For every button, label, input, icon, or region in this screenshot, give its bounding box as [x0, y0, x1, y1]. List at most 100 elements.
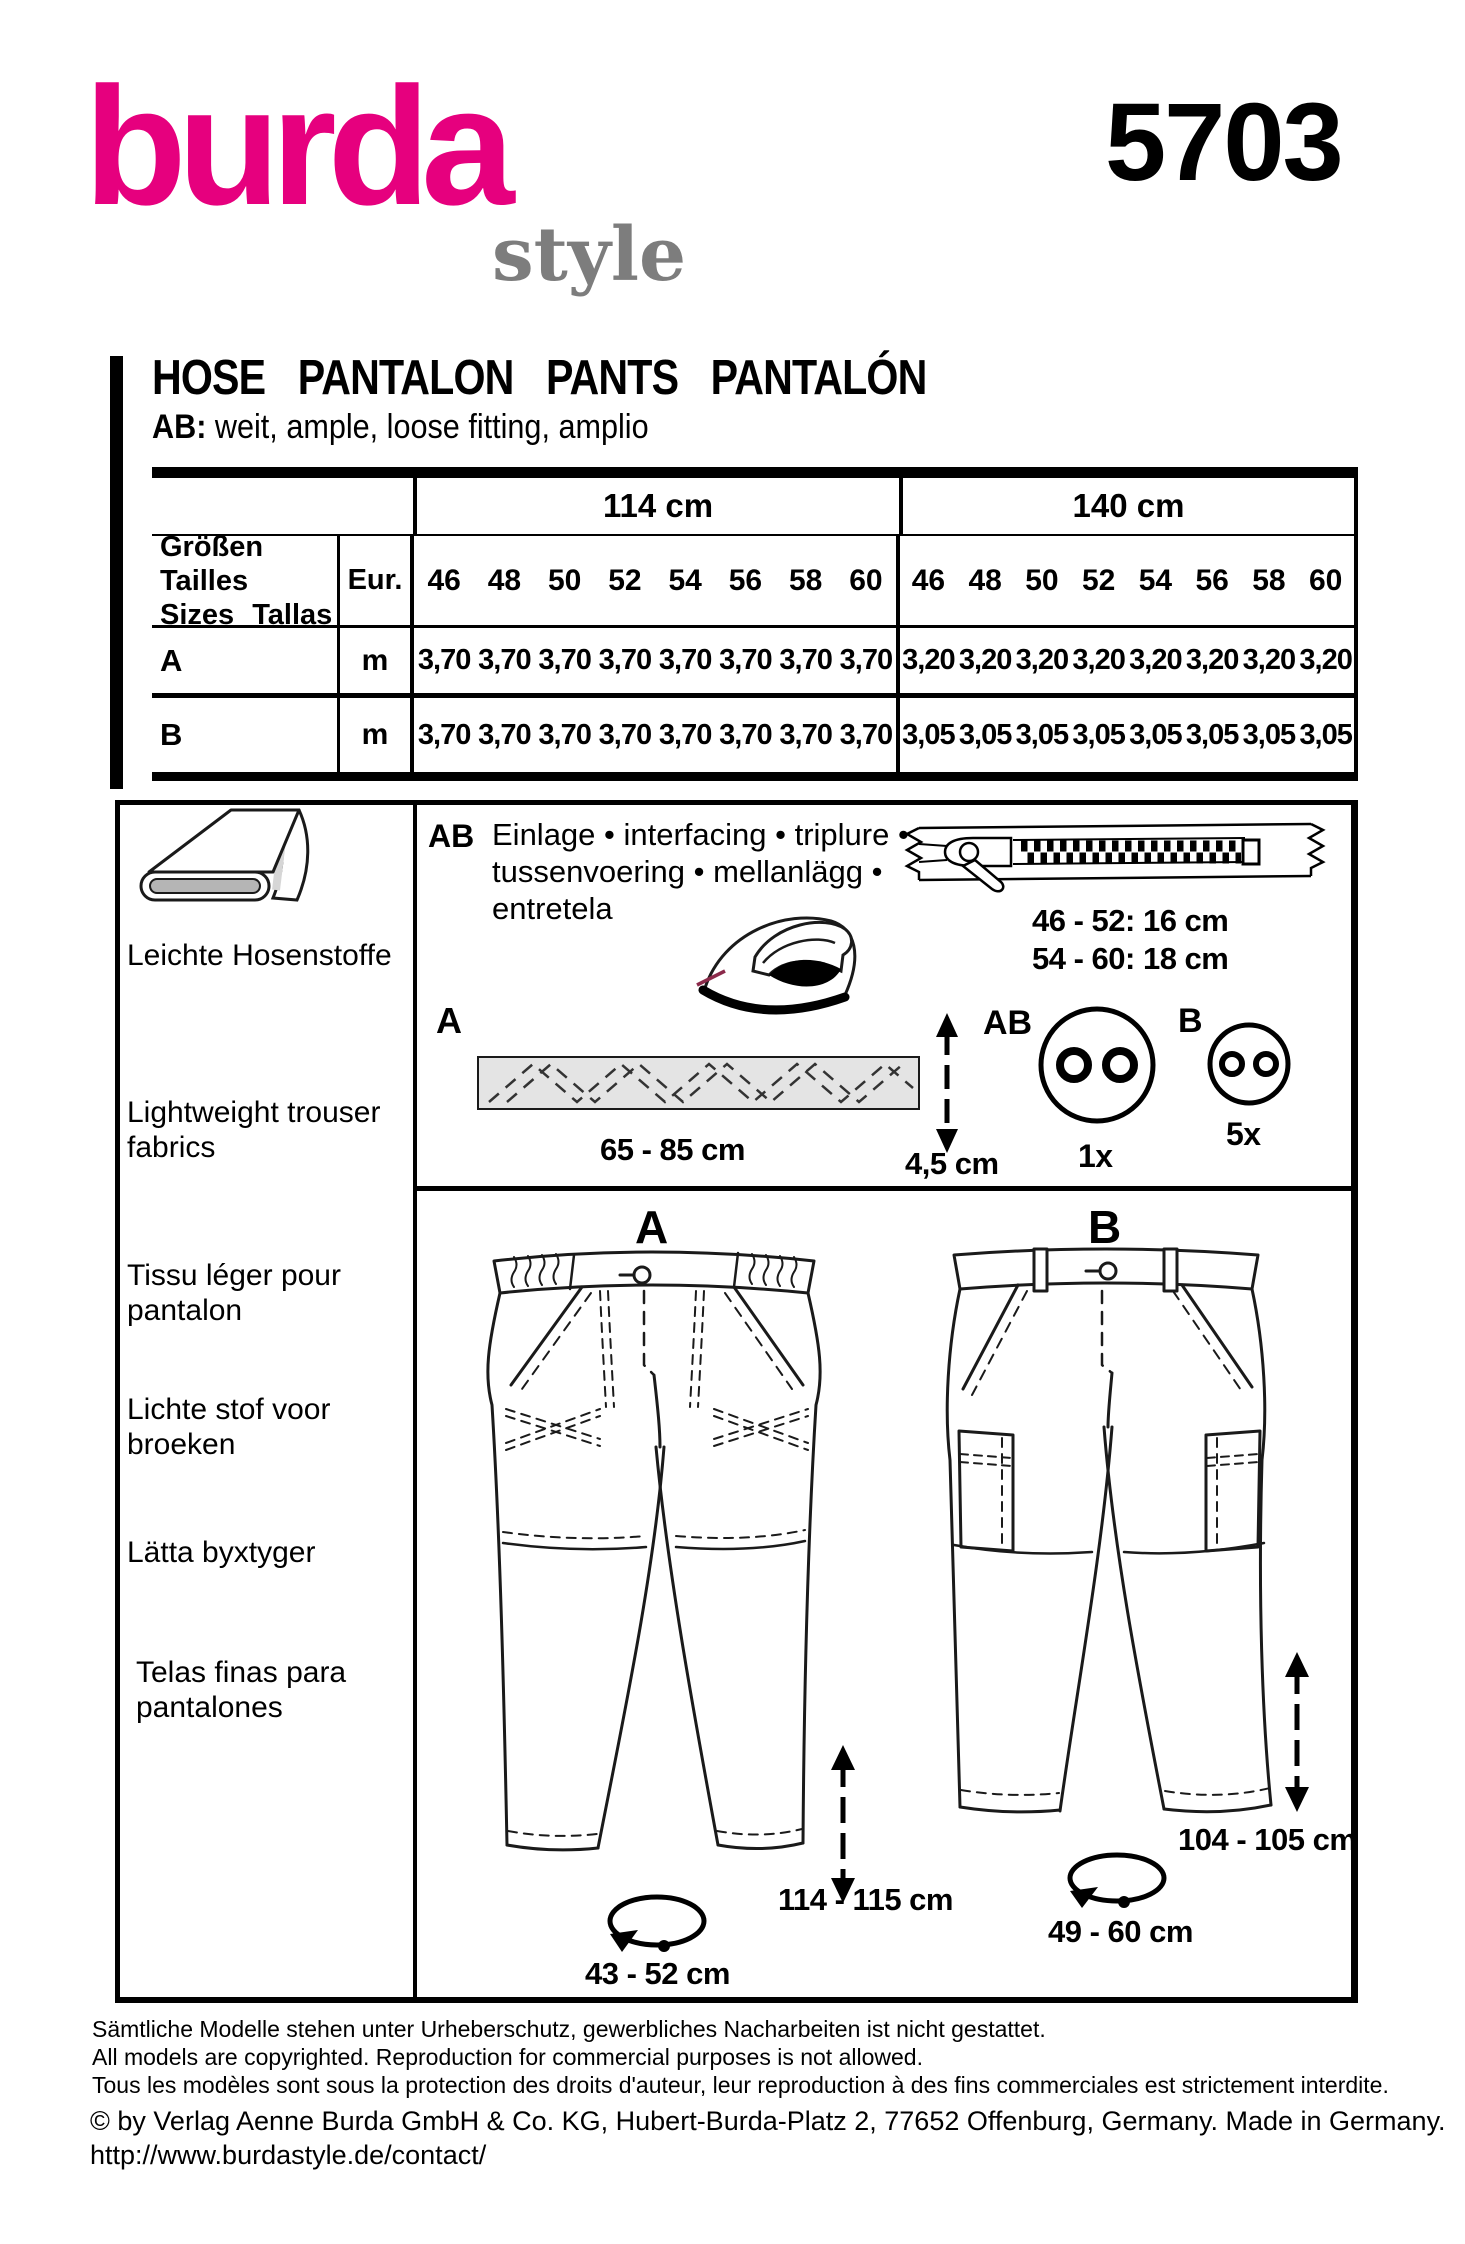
- row-label-a: A: [152, 628, 340, 693]
- sizes-label-line2: Sizes Tallas: [160, 598, 333, 631]
- pattern-number: 5703: [1105, 81, 1344, 204]
- zipper-size-small: 46 - 52: 16 cm: [1032, 903, 1229, 938]
- length-label-b: 104 - 105 cm: [1178, 1822, 1357, 1857]
- yardage-value: 3,20: [902, 644, 955, 676]
- yardage-value: 3,20: [1072, 644, 1125, 676]
- size-header: 52: [1081, 563, 1116, 597]
- table-row-sizes: Größen Tailles Sizes Tallas Eur. 46 48 50 5…: [152, 531, 1354, 631]
- interfacing-text-line2: tussenvoering • mellanlägg •: [492, 854, 883, 889]
- size-header: 60: [849, 563, 883, 597]
- pants-a-drawing: [486, 1250, 822, 1852]
- size-header: 56: [728, 563, 763, 597]
- button-b-icon: [1207, 1022, 1291, 1106]
- box-border-top: [115, 800, 1358, 805]
- row-unit-b: m: [340, 698, 414, 772]
- yardage-value: 3,05: [958, 718, 1012, 751]
- box-border-left: [115, 800, 120, 2003]
- zipper-size-large: 54 - 60: 18 cm: [1032, 941, 1229, 976]
- row-unit-a: m: [340, 628, 414, 693]
- view-a-label: A: [635, 1201, 669, 1253]
- interfacing-text-line3: entretela: [492, 891, 613, 926]
- publisher-copyright: © by Verlag Aenne Burda GmbH & Co. KG, H…: [90, 2106, 1446, 2136]
- button-b-label: B: [1178, 1002, 1203, 1040]
- notions-ab-label: AB: [428, 818, 475, 854]
- burda-logo: burda: [84, 52, 515, 240]
- fabric-text-es: Telas finas para pantalones: [136, 1656, 347, 1724]
- box-border-right: [1351, 800, 1358, 2003]
- variants-label: AB:: [152, 408, 207, 446]
- fabric-text-nl: Lichte stof voor broeken: [127, 1393, 331, 1461]
- hem-girth-icon-a: [607, 1894, 707, 1952]
- interfacing-width-label: 65 - 85 cm: [600, 1132, 745, 1167]
- fabric-text-de: Leichte Hosenstoffe: [127, 939, 392, 972]
- yardage-value: 3,70: [658, 644, 712, 676]
- pants-b-drawing: [945, 1247, 1273, 1814]
- yardage-value: 3,05: [1185, 718, 1239, 751]
- size-header: 48: [487, 563, 522, 597]
- yardage-value: 3,20: [958, 644, 1012, 676]
- page-title: HOSE PANTALON PANTS PANTALÓN: [152, 351, 927, 405]
- fabric-requirements-table: 114 cm 140 cm Größen Tailles Sizes Talla…: [152, 467, 1358, 781]
- size-header: 60: [1308, 563, 1343, 597]
- yardage-value: 3,05: [1299, 718, 1352, 751]
- sizes-label-line1: Größen Tailles: [160, 530, 264, 597]
- copyright-line-fr: Tous les modèles sont sous la protection…: [92, 2072, 1389, 2098]
- yardage-value: 3,70: [598, 718, 652, 751]
- variants-text: weit, ample, loose fitting, amplio: [206, 408, 649, 446]
- size-header: 52: [608, 563, 642, 597]
- fabric-text-sv: Lätta byxtyger: [127, 1536, 316, 1569]
- size-header: 54: [1138, 563, 1173, 597]
- button-ab-icon: [1038, 1006, 1156, 1124]
- yardage-value: 3,70: [779, 644, 832, 676]
- yardage-value: 3,05: [1129, 718, 1182, 751]
- sizes-label-cell: Größen Tailles Sizes Tallas: [152, 531, 340, 631]
- yardage-value: 3,05: [1015, 718, 1069, 751]
- eur-label-cell: Eur.: [340, 536, 414, 625]
- button-b-qty: 5x: [1226, 1116, 1261, 1152]
- style-logo: style: [492, 212, 687, 298]
- interfacing-height-label: 4,5 cm: [905, 1146, 999, 1181]
- size-header: 50: [547, 563, 582, 597]
- yardage-value: 3,70: [839, 718, 893, 751]
- yardage-value: 3,20: [1185, 644, 1239, 676]
- yardage-value: 3,20: [1129, 644, 1182, 676]
- box-divider-vertical: [413, 800, 417, 1997]
- box-border-bottom: [115, 1997, 1358, 2003]
- table-row-widths: 114 cm 140 cm: [152, 478, 1354, 536]
- yardage-value: 3,70: [478, 644, 531, 676]
- yardage-value: 3,70: [719, 644, 772, 676]
- row-label-b: B: [152, 698, 340, 772]
- yardage-value: 3,20: [1242, 644, 1296, 676]
- yardage-value: 3,70: [779, 718, 832, 751]
- interfacing-strip-pattern: [488, 1062, 914, 1104]
- yardage-value: 3,70: [598, 644, 652, 676]
- yardage-value: 3,70: [478, 718, 531, 751]
- size-header: 56: [1195, 563, 1229, 597]
- yardage-value: 3,70: [538, 718, 591, 751]
- yardage-value: 3,70: [839, 644, 893, 676]
- yardage-value: 3,70: [417, 644, 471, 676]
- button-ab-label: AB: [983, 1004, 1033, 1042]
- length-label-a: 114 - 115 cm: [778, 1882, 954, 1917]
- size-header: 58: [788, 563, 823, 597]
- interfacing-strip: [477, 1056, 920, 1110]
- zipper-icon: [904, 822, 1326, 893]
- hem-label-b: 49 - 60 cm: [1048, 1914, 1193, 1949]
- length-arrow-b: [1285, 1652, 1309, 1812]
- iron-icon: [696, 916, 857, 1015]
- fabric-text-en: Lightweight trouser fabrics: [127, 1096, 381, 1164]
- yardage-value: 3,20: [1299, 644, 1352, 676]
- size-header: 46: [427, 563, 461, 597]
- empty-cell: [152, 478, 417, 534]
- fabric-bolt-icon: [139, 808, 310, 902]
- title-side-bar: [110, 356, 123, 789]
- box-divider-horizontal: [413, 1186, 1351, 1191]
- yardage-value: 3,70: [719, 718, 772, 751]
